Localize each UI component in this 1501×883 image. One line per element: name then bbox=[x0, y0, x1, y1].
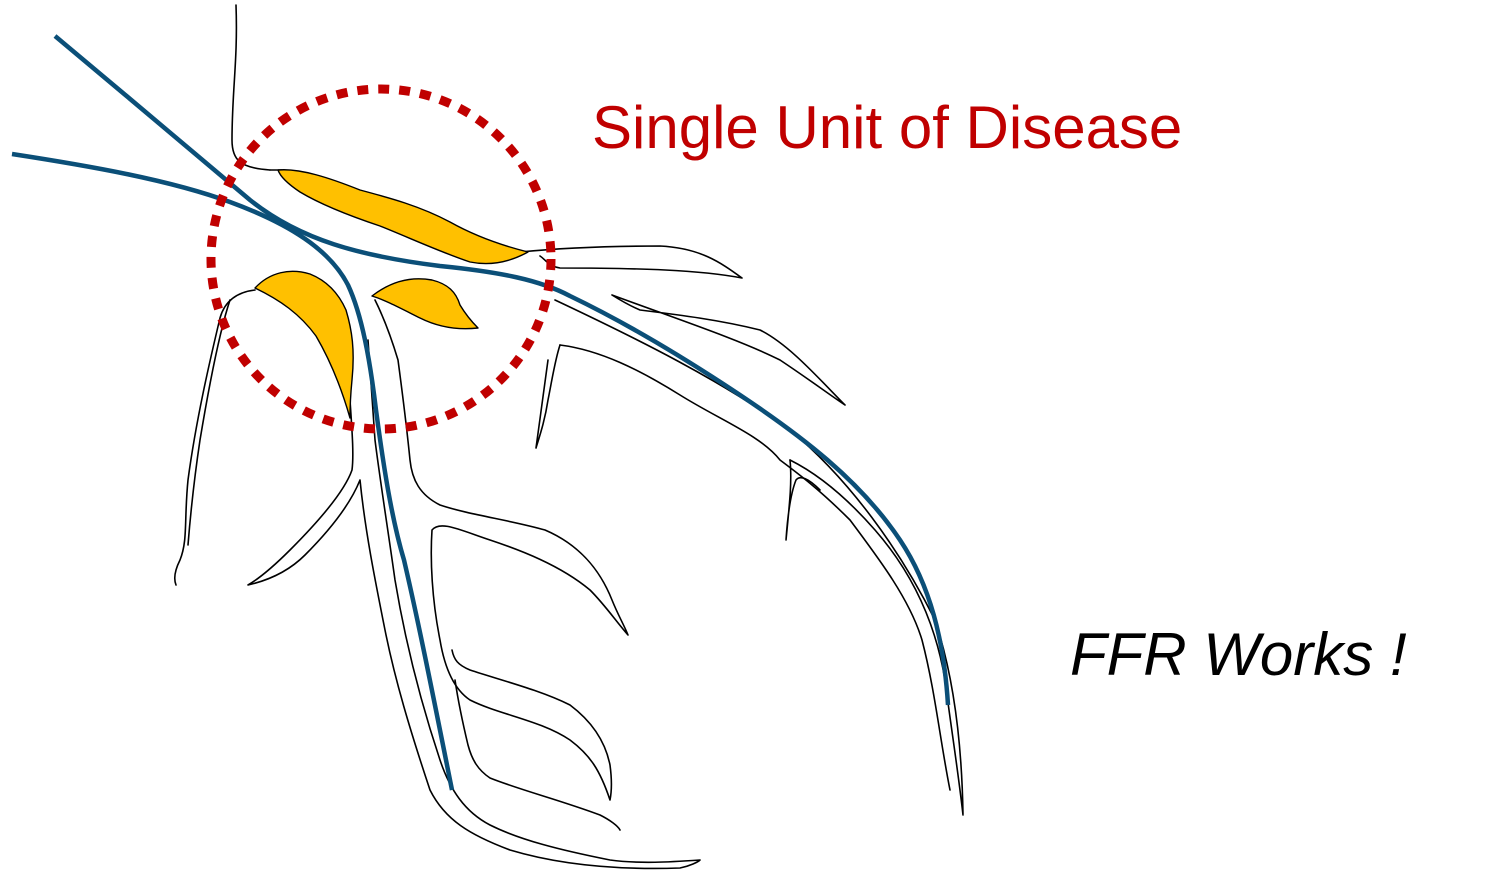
distal-vessel-outer bbox=[555, 300, 963, 815]
plaque-left bbox=[255, 271, 353, 418]
plaque-right bbox=[372, 279, 478, 329]
left-branch-inner bbox=[188, 300, 230, 545]
side-branch-diagonal bbox=[786, 460, 820, 540]
diagram-subtitle: FFR Works ! bbox=[1070, 625, 1407, 685]
diagram-title: Single Unit of Disease bbox=[592, 98, 1182, 158]
left-branch-outer bbox=[175, 290, 255, 585]
distal-vessel-inner bbox=[560, 345, 950, 790]
center-trunk-left-wall bbox=[248, 340, 700, 868]
guidewire-lower bbox=[12, 154, 452, 790]
side-branch-small bbox=[536, 345, 560, 448]
plaques bbox=[255, 170, 528, 418]
lower-branch bbox=[455, 680, 620, 830]
